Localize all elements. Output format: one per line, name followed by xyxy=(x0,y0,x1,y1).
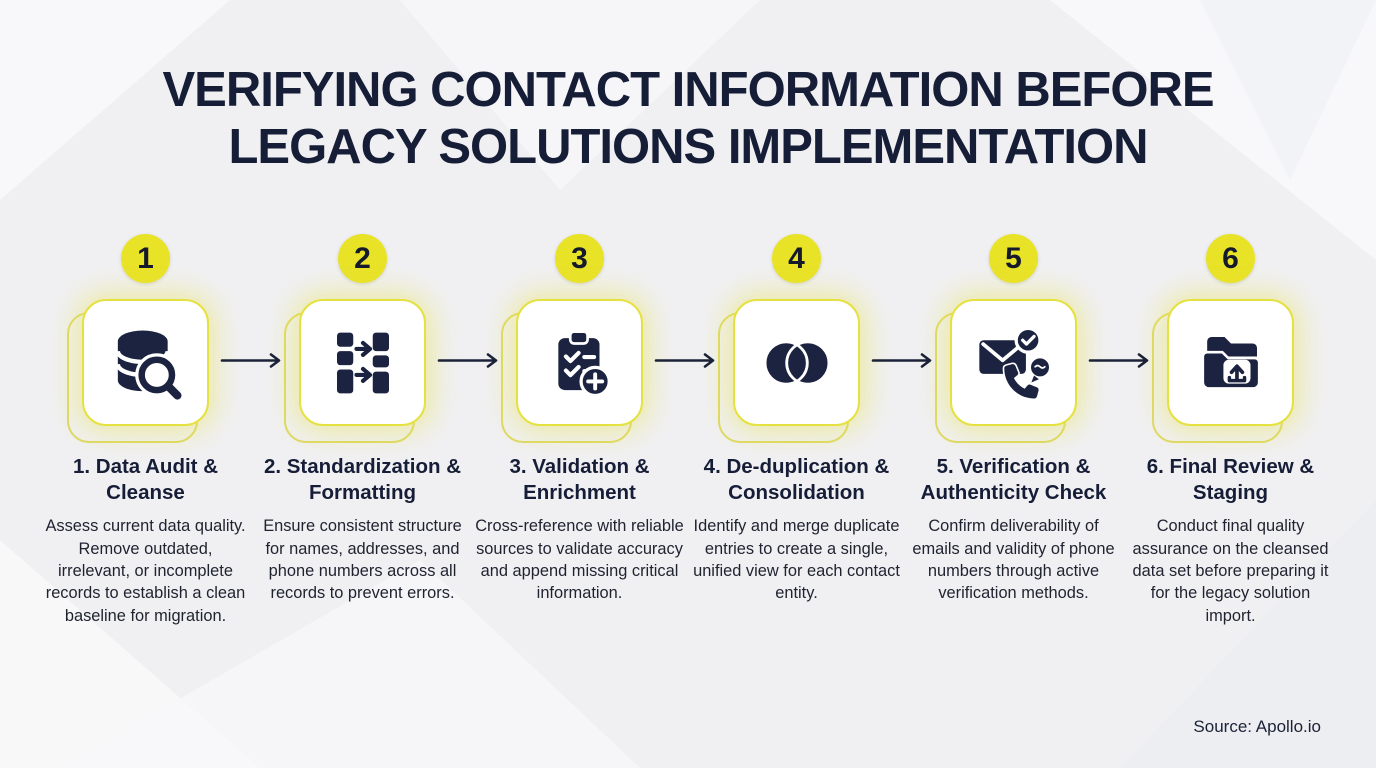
arrow-right-icon xyxy=(654,352,722,369)
step-number-badge: 2 xyxy=(338,234,387,283)
step-number-badge: 3 xyxy=(555,234,604,283)
step-icon-box xyxy=(718,299,860,443)
step-number-badge: 6 xyxy=(1206,234,1255,283)
step-title: 1. Data Audit & Cleanse xyxy=(72,455,219,505)
arrow-right-icon xyxy=(437,352,505,369)
database-search-icon xyxy=(115,330,185,402)
folder-upload-icon xyxy=(1201,336,1260,390)
step-icon-box xyxy=(67,299,209,443)
step-title: 3. Validation & Enrichment xyxy=(509,455,650,505)
page-title: VERIFYING CONTACT INFORMATION BEFORE LEG… xyxy=(162,63,1214,175)
step-1: 1 1. Data Audit & Cleanse Assess current… xyxy=(37,234,281,627)
step-title: 2. Standardization & Formatting xyxy=(263,455,462,505)
step-6: 6 6. Final Review & Staging Conduct fina… xyxy=(1122,234,1339,627)
step-icon-box xyxy=(935,299,1077,443)
step-description: Identify and merge duplicate entries to … xyxy=(693,517,900,603)
source-attribution: Source: Apollo.io xyxy=(1193,717,1321,736)
step-description: Assess current data quality. Remove outd… xyxy=(45,517,246,625)
step-4: 4 4. De-duplication & Consolidation Iden… xyxy=(688,234,932,627)
step-icon-box xyxy=(284,299,426,443)
arrow-right-icon xyxy=(1088,352,1156,369)
step-title: 6. Final Review & Staging xyxy=(1146,455,1315,505)
step-description: Cross-reference with reliable sources to… xyxy=(475,517,684,603)
step-icon-box xyxy=(1152,299,1294,443)
step-description: Ensure consistent structure for names, a… xyxy=(263,517,462,603)
step-title: 5. Verification & Authenticity Check xyxy=(920,455,1107,505)
step-3: 3 3. Validation & Enrichment Cross-refer… xyxy=(471,234,715,627)
step-icon-box xyxy=(501,299,643,443)
step-5: 5 5. Verification & Authenticity Check C… xyxy=(905,234,1149,627)
step-number-badge: 1 xyxy=(121,234,170,283)
step-number-badge: 4 xyxy=(772,234,821,283)
arrow-right-icon xyxy=(220,352,288,369)
step-2: 2 2. Standardization & Formatting Ensure… xyxy=(254,234,498,627)
process-steps-row: 1 1. Data Audit & Cleanse Assess current… xyxy=(37,234,1339,627)
step-description: Confirm deliverability of emails and val… xyxy=(912,517,1115,603)
arrow-right-icon xyxy=(871,352,939,369)
merge-circles-icon xyxy=(763,339,830,386)
step-title: 4. De-duplication & Consolidation xyxy=(703,455,890,505)
clipboard-checklist-add-icon xyxy=(557,329,611,397)
step-number-badge: 5 xyxy=(989,234,1038,283)
email-phone-verification-icon xyxy=(978,326,1052,400)
step-description: Conduct final quality assurance on the c… xyxy=(1132,517,1329,625)
standardize-columns-icon xyxy=(336,332,389,393)
